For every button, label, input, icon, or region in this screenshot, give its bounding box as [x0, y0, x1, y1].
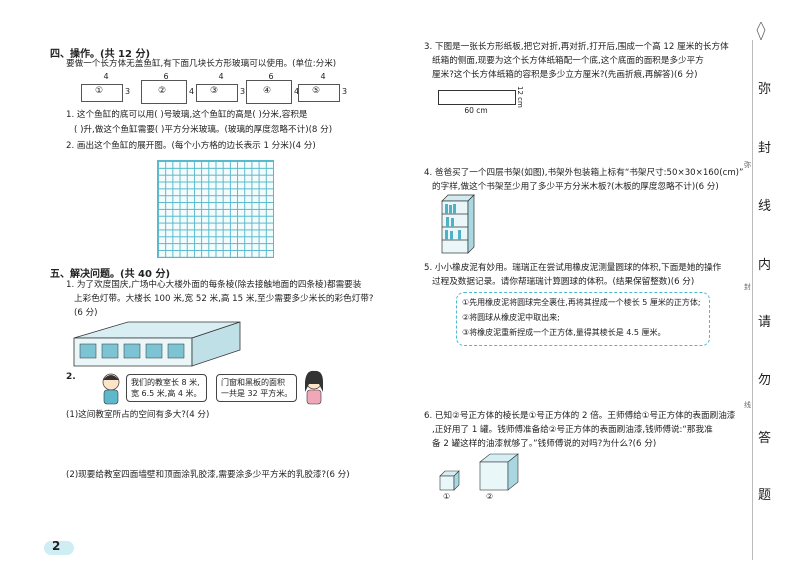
panel-3-number: ③ [210, 86, 219, 96]
glass-panel-5 [298, 84, 340, 102]
building-illustration [73, 321, 241, 367]
seal-small-1: 弥 [744, 161, 751, 169]
procedure-box [456, 292, 710, 346]
p3-line-1: 3. 下图是一张长方形纸板,把它对折,再对折,打开后,围成一个高 12 厘米的长… [424, 42, 729, 52]
p2-sub-1: (1)这间教室所占的空间有多大?(4 分) [66, 410, 210, 420]
binding-line [752, 40, 753, 560]
glass-panel-2 [141, 80, 187, 104]
girl-bubble-line-1: 门窗和黑板的面积 [221, 378, 285, 387]
page-number: 2 [52, 539, 61, 553]
cube-1 [439, 470, 460, 491]
panel-1-number: ① [95, 86, 104, 96]
cube-1-label: ① [443, 492, 451, 501]
p2-number: 2. [66, 372, 76, 382]
panel-3-length: 4 [218, 72, 224, 81]
panel-5-number: ⑤ [312, 86, 321, 96]
glass-panel-3 [196, 84, 238, 102]
glass-panel-1 [81, 84, 123, 102]
q1-line-1: 1. 这个鱼缸的底可以用( )号玻璃,这个鱼缸的高是( )分米,容积是 [66, 110, 308, 120]
p5-line-2: 过程及数据记录。请你帮瑞瑞计算圆球的体积。(结果保留整数)(6 分) [432, 277, 695, 287]
panel-4-length: 6 [268, 72, 274, 81]
panel-4-number: ④ [263, 86, 272, 96]
cardboard-height-label: 12 cm [516, 86, 524, 108]
seal-char-3: 线 [758, 199, 772, 214]
p6-line-3: 备 2 罐这样的油漆就够了。”钱师傅说的对吗?为什么?(6 分) [432, 439, 657, 449]
panel-2-number: ② [158, 86, 167, 96]
drawing-grid[interactable] [157, 160, 274, 258]
seal-char-7: 答 [758, 431, 772, 446]
p3-line-2: 纸箱的侧面,现要为这个长方体纸箱配一个底,这个底面的面积是多少平方 [432, 56, 704, 66]
panel-1-width: 3 [125, 87, 131, 96]
p5-step-2: ②将圆球从橡皮泥中取出来; [462, 313, 560, 322]
boy-speech-bubble: 我们的教室长 8 米, 宽 6.5 米,高 4 米。 [126, 374, 207, 402]
girl-figure [305, 370, 323, 405]
girl-bubble-line-2: 一共是 32 平方米。 [221, 389, 293, 398]
section-5-title: 五、解决问题。(共 40 分) [50, 269, 171, 280]
p3-line-3: 厘米?这个长方体纸箱的容积是多少立方厘米?(先画折痕,再解答)(6 分) [432, 70, 698, 80]
q1-line-2: ( )升,做这个鱼缸需要( )平方分米玻璃。(玻璃的厚度忽略不计)(8 分) [74, 125, 333, 135]
p4-line-2: 的字样,做这个书架至少用了多少平方分米木板?(木板的厚度忽略不计)(6 分) [432, 182, 719, 192]
cardboard-width-label: 60 cm [464, 106, 488, 115]
q2-text: 2. 画出这个鱼缸的展开图。(每个小方格的边长表示 1 分米)(4 分) [66, 141, 316, 151]
seal-small-2: 封 [744, 283, 751, 291]
seal-char-2: 封 [758, 141, 772, 156]
panel-5-length: 4 [320, 72, 326, 81]
cardboard-rectangle [438, 90, 516, 105]
p6-line-1: 6. 已知②号正方体的棱长是①号正方体的 2 倍。王师傅给①号正方体的表面刷油漆 [424, 411, 736, 421]
bookshelf-illustration [441, 194, 475, 254]
panel-1-length: 4 [103, 72, 109, 81]
seal-char-5: 请 [758, 315, 772, 330]
decor-icon [756, 22, 766, 40]
boy-bubble-line-2: 宽 6.5 米,高 4 米。 [131, 389, 202, 398]
binding-margin [745, 0, 800, 575]
seal-small-3: 线 [744, 401, 751, 409]
panel-5-width: 3 [342, 87, 348, 96]
boy-bubble-line-1: 我们的教室长 8 米, [131, 378, 200, 387]
girl-speech-bubble: 门窗和黑板的面积 一共是 32 平方米。 [216, 374, 298, 402]
cube-2-label: ② [486, 492, 494, 501]
p2-sub-2: (2)现要给教室四面墙壁和顶面涂乳胶漆,需要涂多少平方米的乳胶漆?(6 分) [66, 470, 350, 480]
panel-3-width: 3 [240, 87, 246, 96]
seal-char-4: 内 [758, 258, 772, 273]
seal-char-1: 弥 [758, 82, 772, 97]
p1-line-2: 上彩色灯带。大楼长 100 米,宽 52 米,高 15 米,至少需要多少米长的彩… [74, 294, 374, 304]
panel-4-width: 4 [294, 87, 300, 96]
seal-char-8: 题 [758, 488, 772, 503]
p4-line-1: 4. 爸爸买了一个四层书架(如图),书架外包装箱上标有“书架尺寸:50×30×1… [424, 168, 744, 178]
p6-line-2: ,正好用了 1 罐。钱师傅准备给②号正方体的表面刷油漆,钱师傅说:“那我准 [432, 425, 713, 435]
p1-line-3: (6 分) [74, 308, 98, 318]
seal-char-6: 勿 [758, 373, 772, 388]
cubes-illustration [439, 453, 519, 491]
p5-line-1: 5. 小小橡皮泥有妙用。瑞瑞正在尝试用橡皮泥测量圆球的体积,下面是她的操作 [424, 263, 722, 273]
cube-2 [479, 453, 519, 491]
panel-2-length: 6 [163, 72, 169, 81]
section-4-title: 四、操作。(共 12 分) [50, 49, 151, 60]
glass-panel-4 [246, 80, 292, 104]
p5-step-1: ①先用橡皮泥将圆球完全裹住,再将其捏成一个棱长 5 厘米的正方体; [462, 298, 701, 307]
p5-step-3: ③将橡皮泥重新捏成一个正方体,量得其棱长是 4.5 厘米。 [462, 328, 666, 337]
panel-2-width: 4 [189, 87, 195, 96]
page-number-badge [44, 541, 74, 555]
section-4-intro: 要做一个长方体无盖鱼缸,有下面几块长方形玻璃可以使用。(单位:分米) [66, 59, 337, 69]
boy-figure [102, 373, 120, 405]
p1-line-1: 1. 为了欢度国庆,广场中心大楼外面的每条棱(除去接触地面的四条棱)都需要装 [66, 280, 362, 290]
